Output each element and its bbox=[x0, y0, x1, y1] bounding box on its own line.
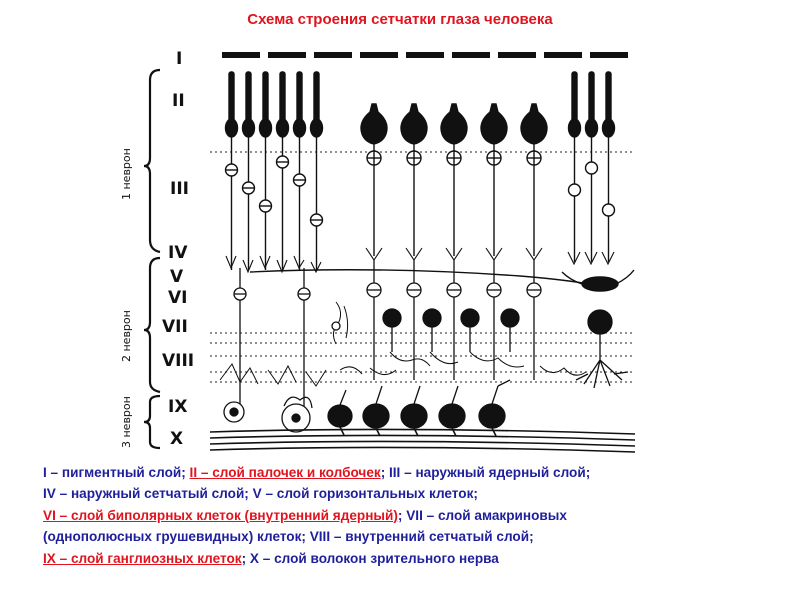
rods-left bbox=[224, 71, 324, 270]
page-title: Схема строения сетчатки глаза человека bbox=[247, 11, 553, 28]
layer-label-1: I bbox=[176, 49, 182, 69]
layer-label-8: VIII bbox=[162, 351, 194, 371]
synapses-outer bbox=[225, 247, 615, 274]
caption-highlight-layer-2: II – слой палочек и колбочек bbox=[189, 465, 381, 480]
caption-highlight-layer-6: VI – слой биполярных клеток (внутренний … bbox=[43, 507, 398, 523]
layer-label-10: X bbox=[170, 429, 183, 449]
inner-plexiform bbox=[219, 351, 587, 387]
amacrine-cells bbox=[331, 301, 629, 389]
layer-label-4: IV bbox=[168, 243, 188, 263]
neuron-label-3: 3 неврон bbox=[120, 396, 133, 448]
rods-right bbox=[567, 71, 616, 262]
pigment-layer bbox=[222, 52, 628, 58]
caption-part-4: IV – наружный сетчатый слой; V – слой го… bbox=[43, 486, 478, 502]
layer-label-7: VII bbox=[162, 317, 188, 337]
caption-highlight-layer-9: IX – слой ганглиозных клеток bbox=[43, 550, 242, 566]
legend-caption: I – пигментный слой; II – слой палочек и… bbox=[43, 462, 783, 569]
caption-part-3: ; III – наружный ядерный слой; bbox=[380, 465, 591, 480]
layer-boundaries bbox=[210, 151, 635, 383]
layer-label-9: IX bbox=[168, 397, 187, 417]
neuron-label-1: 1 неврон bbox=[120, 148, 133, 200]
layer-label-3: III bbox=[170, 179, 189, 199]
caption-part-1: I – пигментный слой; bbox=[43, 465, 190, 480]
caption-part-7: (однополюсных грушевидных) клеток; VIII … bbox=[43, 529, 534, 545]
nerve-fibers bbox=[209, 426, 636, 453]
layer-label-5: V bbox=[170, 267, 184, 287]
layer-label-6: VI bbox=[168, 288, 187, 308]
horizontal-cells bbox=[249, 269, 635, 292]
layer-label-2: II bbox=[172, 91, 185, 111]
caption-part-6: ; VII – слой амакриновых bbox=[397, 507, 567, 523]
neuron-label-2: 2 неврон bbox=[120, 310, 133, 362]
retina-diagram: 1 неврон 2 неврон 3 неврон I II III IV V… bbox=[120, 49, 636, 453]
ganglion-cells bbox=[223, 379, 511, 433]
neuron-brackets bbox=[143, 68, 161, 450]
cones-middle bbox=[360, 103, 548, 256]
caption-part-9: ; X – слой волокон зрительного нерва bbox=[241, 550, 499, 566]
bipolar-cells bbox=[233, 260, 542, 410]
